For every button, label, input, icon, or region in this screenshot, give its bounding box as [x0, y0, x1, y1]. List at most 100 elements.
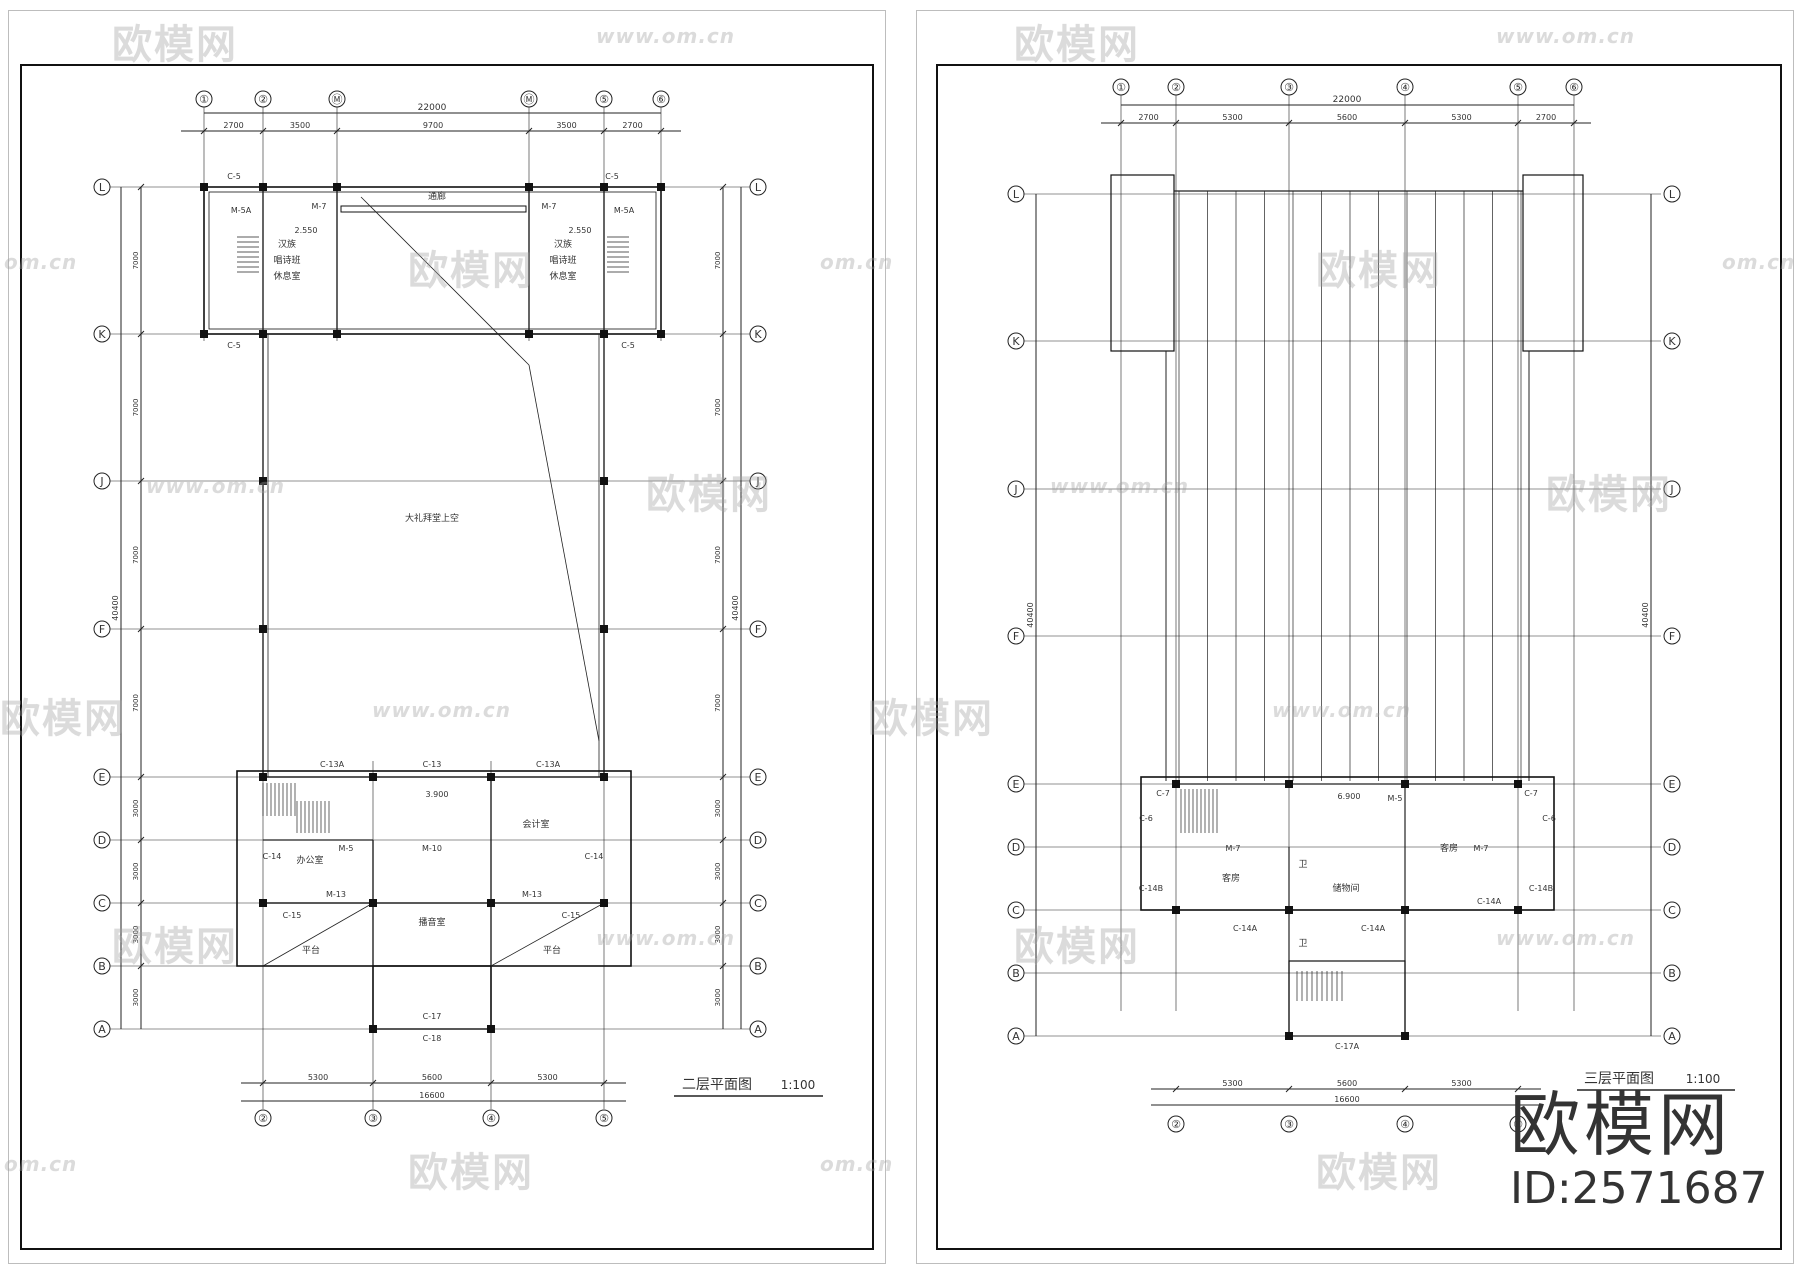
- room-label: 播音室: [418, 916, 445, 928]
- axis-bubble: [1280, 1115, 1298, 1133]
- axis-label: ④: [1400, 81, 1410, 94]
- axis-label: K: [754, 328, 762, 341]
- door-window-tag: M-7: [312, 202, 327, 211]
- lower-projection-wall: [372, 965, 492, 1030]
- axis-bubble: [1663, 332, 1681, 350]
- axis-label: D: [1668, 841, 1676, 854]
- door-window-tag: C-14B: [1139, 884, 1163, 893]
- door-window-tag: C-13: [423, 760, 442, 769]
- dimension-tick: [200, 127, 208, 135]
- column: [1172, 906, 1180, 914]
- axis-label: A: [754, 1023, 762, 1036]
- drawing-title: 三层平面图: [1584, 1071, 1654, 1087]
- dimension-tick: [719, 899, 727, 907]
- axis-bubble: [1663, 775, 1681, 793]
- axis-bubble: [1663, 627, 1681, 645]
- dimension-text: 3500: [290, 121, 310, 130]
- dimension-text: 5600: [422, 1073, 442, 1082]
- axis-bubble: [1007, 901, 1025, 919]
- level-mark: 3.900: [426, 790, 449, 799]
- dimension-text: 16600: [1334, 1095, 1359, 1104]
- dimension-tick: [259, 127, 267, 135]
- dimension-tick: [1401, 119, 1409, 127]
- axis-label: L: [755, 181, 762, 194]
- column: [525, 330, 533, 338]
- door-window-tag: C-13A: [536, 760, 561, 769]
- dimension-text: 3000: [714, 863, 722, 881]
- axis-bubble: [93, 325, 111, 343]
- axis-bubble: [93, 1020, 111, 1038]
- column: [600, 625, 608, 633]
- axis-label: K: [98, 328, 106, 341]
- dimension-text: 16600: [419, 1091, 444, 1100]
- axis-bubble: [93, 957, 111, 975]
- door-window-tag: C-6: [1542, 814, 1556, 823]
- door-window-tag: M-5A: [231, 206, 252, 215]
- door-window-tag: C-5: [605, 172, 619, 181]
- axis-label: D: [98, 834, 106, 847]
- axis-bubble: [1167, 78, 1185, 96]
- lower-block-wall: [236, 770, 632, 967]
- axis-label: ⑤: [1513, 1118, 1523, 1131]
- axis-bubble: [749, 768, 767, 786]
- dimension-tick: [719, 330, 727, 338]
- roof-tower: [1522, 174, 1584, 352]
- room-label: 汉族: [278, 238, 296, 250]
- door-window-tag: C-15: [562, 911, 581, 920]
- axis-bubble: [652, 90, 670, 108]
- dimension-text: 3500: [556, 121, 576, 130]
- door-window-tag: M-13: [326, 890, 346, 899]
- axis-bubble: [1007, 332, 1025, 350]
- column: [600, 183, 608, 191]
- room-label: 唱诗班: [549, 254, 576, 266]
- dimension-tick: [719, 773, 727, 781]
- dimension-text: 2700: [1536, 113, 1556, 122]
- dimension-tick: [1117, 119, 1125, 127]
- axis-label: E: [755, 771, 762, 784]
- axis-bubble: [1112, 78, 1130, 96]
- dimension-text: 7000: [714, 546, 722, 564]
- axis-label: ③: [1284, 1118, 1294, 1131]
- axis-label: L: [1669, 188, 1676, 201]
- axis-bubble: [520, 90, 538, 108]
- room-label: 通廊: [428, 190, 446, 202]
- section-cut-line: [360, 196, 530, 366]
- column: [1514, 906, 1522, 914]
- drawing-frame: [936, 64, 1782, 1250]
- stair-projection-wall: [1288, 960, 1406, 1037]
- axis-bubble: [93, 894, 111, 912]
- dimension-text: 5300: [1222, 1079, 1242, 1088]
- axis-bubble: [749, 894, 767, 912]
- dimension-text: 5300: [1451, 113, 1471, 122]
- column: [1285, 780, 1293, 788]
- axis-label: B: [754, 960, 762, 973]
- axis-bubble: [595, 1109, 613, 1127]
- axis-bubble: [93, 768, 111, 786]
- axis-label: E: [1669, 778, 1676, 791]
- room-label: 储物间: [1332, 882, 1359, 894]
- axis-bubble: [749, 178, 767, 196]
- upper-wing-inner: [208, 191, 657, 330]
- dimension-text: 5600: [1337, 1079, 1357, 1088]
- door-window-tag: C-17A: [1335, 1042, 1360, 1051]
- axis-bubble: [1663, 185, 1681, 203]
- axis-bubble: [749, 472, 767, 490]
- dimension-text: 22000: [418, 103, 447, 113]
- axis-label: L: [99, 181, 106, 194]
- axis-bubble: [1509, 78, 1527, 96]
- dimension-text: 3000: [132, 989, 140, 1007]
- axis-label: D: [1012, 841, 1020, 854]
- column: [1401, 1032, 1409, 1040]
- dimension-tick: [137, 330, 145, 338]
- dimension-tick: [600, 127, 608, 135]
- axis-bubble: [749, 325, 767, 343]
- column: [600, 330, 608, 338]
- axis-label: ③: [368, 1112, 378, 1125]
- dimension-text: 5300: [537, 1073, 557, 1082]
- axis-bubble: [1396, 1115, 1414, 1133]
- dimension-tick: [487, 1079, 495, 1087]
- axis-label: F: [99, 623, 105, 636]
- dimension-tick: [137, 773, 145, 781]
- axis-label: C: [1668, 904, 1676, 917]
- column: [1514, 780, 1522, 788]
